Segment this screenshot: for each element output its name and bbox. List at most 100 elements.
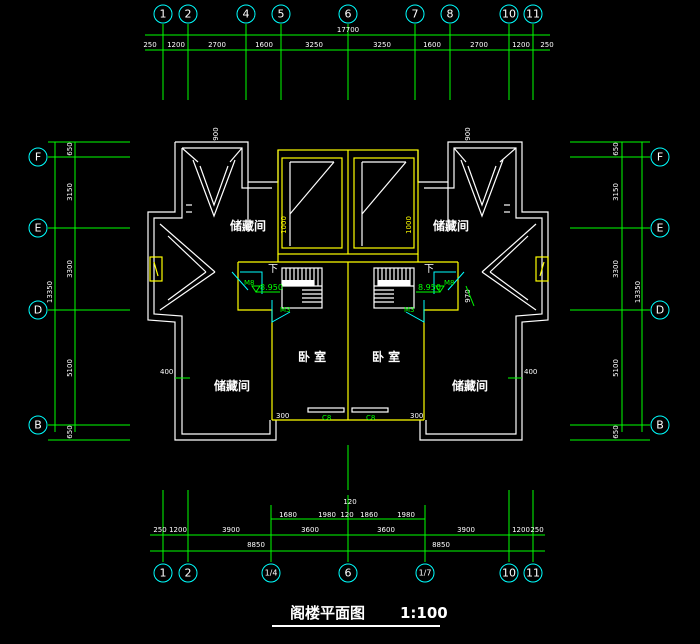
dim-top-seg: 250 <box>143 41 156 49</box>
axis-label-right: F <box>657 151 663 164</box>
dim-bottom-upper: 1980 <box>318 511 336 519</box>
axis-label-right: D <box>656 304 664 317</box>
building-outline <box>147 141 549 441</box>
door-label-m3-left: M3 <box>280 306 291 314</box>
axis-label-bottom: 6 <box>345 567 352 580</box>
door-label-m8-left: M8 <box>244 279 255 287</box>
wall-dim-right: 400 <box>524 368 537 376</box>
axis-label-right: E <box>657 222 664 235</box>
axis-label-left: D <box>34 304 42 317</box>
dim-right-seg: 3300 <box>612 260 620 278</box>
dim-top-seg: 1600 <box>255 41 273 49</box>
dim-bottom-lower: 8850 <box>432 541 450 549</box>
axis-bubble-top-1 <box>153 4 173 24</box>
top-dim-small-right: 900 <box>464 127 472 140</box>
axis-label-top: 8 <box>447 8 454 21</box>
door-arc-m3-left <box>271 300 291 323</box>
dim-bottom-mid: 3900 <box>457 526 475 534</box>
axis-bubble-top-2 <box>178 4 198 24</box>
door-arc-left <box>240 271 263 294</box>
axis-bubble-bottom-1-4 <box>261 563 281 583</box>
axis-label-bottom: 1/4 <box>265 569 278 578</box>
dim-top-seg: 250 <box>540 41 553 49</box>
room-label-storage-se: 储藏间 <box>452 378 488 393</box>
axis-label-bottom: 11 <box>526 567 540 580</box>
axis-label-top: 7 <box>412 8 419 21</box>
stair-down-label-right: 下 <box>424 264 434 275</box>
axis-bubble-left-B <box>28 415 48 435</box>
dim-bottom-mid: 1200 <box>169 526 187 534</box>
level-mark-right: 8.950 <box>418 283 441 292</box>
axis-bubble-right-D <box>650 300 670 320</box>
dim-bottom-mid: 250 <box>153 526 166 534</box>
room-label-storage-ne: 储藏间 <box>433 218 469 233</box>
dim-top-seg: 1200 <box>512 41 530 49</box>
axis-bubble-right-E <box>650 218 670 238</box>
dim-bottom-lower: 8850 <box>247 541 265 549</box>
dim-bottom-mid: 250 <box>530 526 543 534</box>
window-left <box>149 256 163 282</box>
shaft-label-right: 1000 <box>405 216 413 234</box>
axis-label-top: 4 <box>243 8 250 21</box>
dim-left-seg: 3150 <box>66 183 74 201</box>
axis-label-right: B <box>656 419 664 432</box>
dim-bottom-mid: 3900 <box>222 526 240 534</box>
dim-top-seg: 1600 <box>423 41 441 49</box>
door-dim-right: 300 <box>410 412 423 420</box>
room-label-storage-nw: 储藏间 <box>230 218 266 233</box>
title-text: 阁楼平面图 <box>290 604 365 622</box>
wall-dim-left: 400 <box>160 368 173 376</box>
dim-right-seg: 3150 <box>612 183 620 201</box>
dim-bottom-upper: 120 <box>340 511 353 519</box>
axis-label-top: 2 <box>185 8 192 21</box>
dim-right-seg: 650 <box>612 425 620 438</box>
door-dim-left: 300 <box>276 412 289 420</box>
room-label-bedroom-left: 卧 室 <box>298 349 326 364</box>
top-dim-small-left: 900 <box>212 127 220 140</box>
dim-left-total: 13350 <box>46 281 54 303</box>
axis-bubble-top-5 <box>271 4 291 24</box>
axis-label-left: E <box>35 222 42 235</box>
axis-bubble-bottom-2 <box>178 563 198 583</box>
room-label-bedroom-right: 卧 室 <box>372 349 400 364</box>
axis-label-top: 11 <box>526 8 540 21</box>
axis-bubble-bottom-11 <box>523 563 543 583</box>
axis-label-bottom: 10 <box>502 567 516 580</box>
axis-label-left: B <box>34 419 42 432</box>
bottom-axis-group: 1680 1980 120 1860 1980 120 250 1200 390… <box>150 490 545 583</box>
axis-bubble-top-4 <box>236 4 256 24</box>
title-scale: 1:100 <box>400 604 448 622</box>
dim-left-seg: 650 <box>66 142 74 155</box>
dim-bottom-mid: 3600 <box>301 526 319 534</box>
axis-label-left: F <box>35 151 41 164</box>
window-label-c8-left: C8 <box>322 414 331 422</box>
axis-bubble-left-F <box>28 147 48 167</box>
axis-bubble-left-D <box>28 300 48 320</box>
dim-bottom-upper: 1980 <box>397 511 415 519</box>
axis-label-top: 10 <box>502 8 516 21</box>
dim-right-seg: 650 <box>612 142 620 155</box>
axis-bubble-top-10 <box>499 4 519 24</box>
plan-labels: 储藏间 储藏间 储藏间 储藏间 卧 室 卧 室 M8 M8 M3 M3 8.95… <box>160 127 537 422</box>
door-label-m3-right: M3 <box>404 306 415 314</box>
top-axis-group: 1 2 4 5 6 7 8 10 11 17700 250 1200 2700 … <box>143 4 554 100</box>
window-label-c8-right: C8 <box>366 414 375 422</box>
room-label-storage-sw: 储藏间 <box>214 378 250 393</box>
axis-label-top: 1 <box>160 8 167 21</box>
axis-bubble-bottom-6 <box>338 563 358 583</box>
dim-left-seg: 3300 <box>66 260 74 278</box>
dim-top-seg: 3250 <box>373 41 391 49</box>
right-axis-group: F E D B 650 3150 3300 5100 650 13350 <box>570 141 670 441</box>
central-core: 1000 1000 下 <box>231 149 465 490</box>
axis-bubble-top-11 <box>523 4 543 24</box>
axis-label-top: 5 <box>278 8 285 21</box>
axis-label-bottom: 2 <box>185 567 192 580</box>
dim-top-total: 17700 <box>337 26 359 34</box>
axis-bubble-left-E <box>28 218 48 238</box>
stair-down-label-left: 下 <box>268 264 278 275</box>
door-arc-m3-right <box>405 300 425 323</box>
dim-right-seg: 5100 <box>612 359 620 377</box>
dim-bottom-mid: 3600 <box>377 526 395 534</box>
axis-bubble-bottom-1 <box>153 563 173 583</box>
